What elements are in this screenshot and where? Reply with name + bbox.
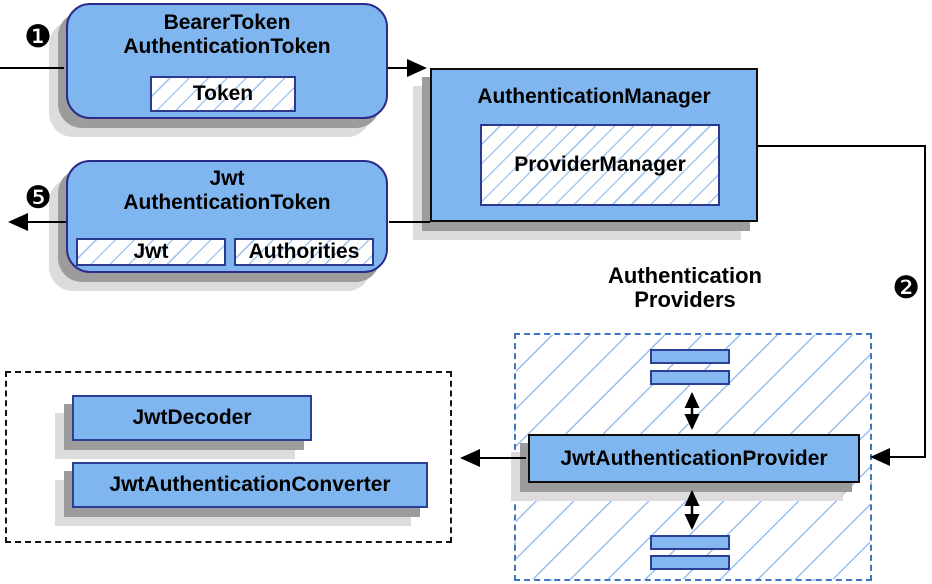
authentication-manager-title: AuthenticationManager bbox=[477, 85, 711, 108]
jwt-decoder-node: JwtDecoder bbox=[72, 395, 312, 441]
token-chip: Token bbox=[150, 76, 296, 112]
authentication-providers-label-line1: Authentication bbox=[608, 263, 762, 288]
authentication-providers-label: Authentication Providers bbox=[585, 264, 785, 312]
authorities-chip: Authorities bbox=[234, 238, 374, 266]
provider-placeholder-bar bbox=[650, 349, 730, 364]
bearer-token-title: BearerToken AuthenticationToken bbox=[68, 5, 386, 59]
jwt-token-title: Jwt AuthenticationToken bbox=[68, 162, 386, 215]
step-5-badge: ❺ bbox=[24, 180, 52, 216]
jwt-token-title-line2: AuthenticationToken bbox=[123, 191, 331, 214]
jwt-authentication-token-node: Jwt AuthenticationToken Jwt Authorities bbox=[66, 160, 388, 273]
jwt-token-title-line1: Jwt bbox=[209, 167, 245, 190]
bearer-token-authentication-token-node: BearerToken AuthenticationToken Token bbox=[66, 3, 388, 119]
jwt-decoder-converter-group: JwtDecoder JwtAuthenticationConverter bbox=[5, 371, 452, 543]
jwt-authentication-converter-node: JwtAuthenticationConverter bbox=[72, 462, 428, 508]
authentication-manager-node: AuthenticationManager ProviderManager bbox=[430, 68, 758, 222]
step-1-badge: ❶ bbox=[24, 19, 52, 55]
jwt-authentication-provider-node: JwtAuthenticationProvider bbox=[528, 434, 860, 483]
bearer-token-title-line1: BearerToken bbox=[163, 11, 291, 34]
jwt-chip: Jwt bbox=[76, 238, 226, 266]
step-2-badge: ❷ bbox=[892, 270, 920, 306]
authentication-providers-group: JwtAuthenticationProvider bbox=[514, 333, 872, 581]
provider-placeholder-bar bbox=[650, 555, 730, 570]
authentication-providers-label-line2: Providers bbox=[634, 287, 736, 312]
bearer-token-title-line2: AuthenticationToken bbox=[123, 35, 331, 58]
provider-placeholder-bar bbox=[650, 535, 730, 550]
provider-manager-chip: ProviderManager bbox=[480, 124, 720, 206]
provider-placeholder-bar bbox=[650, 370, 730, 385]
